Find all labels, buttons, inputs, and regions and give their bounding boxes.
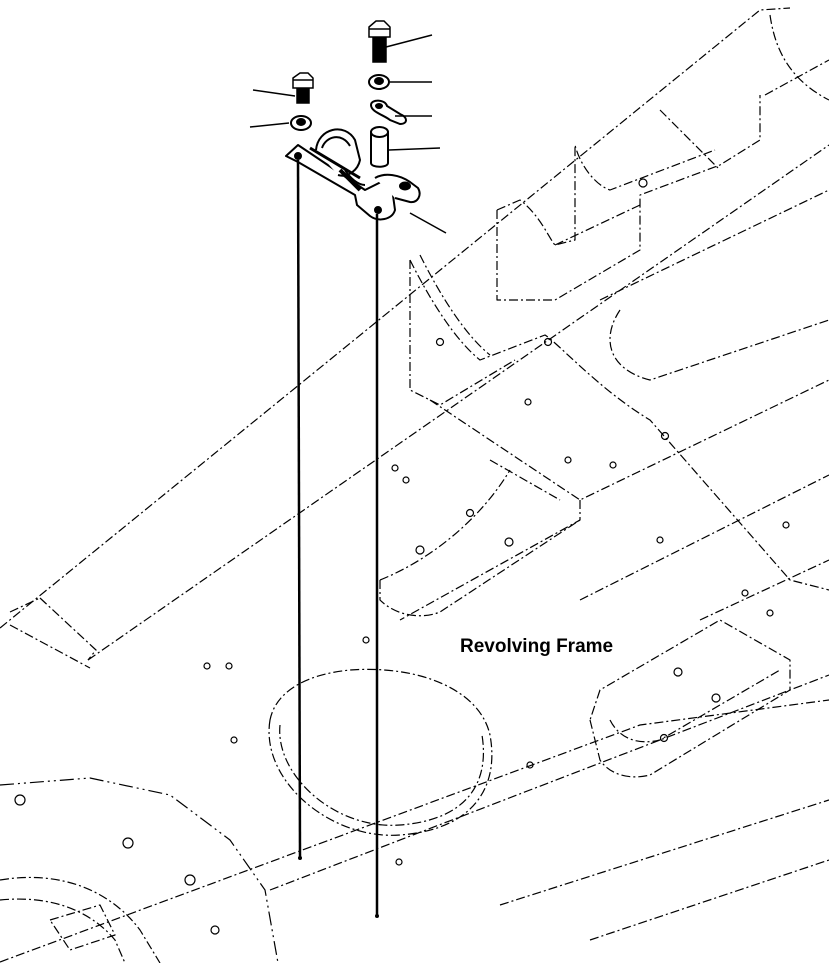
terminal-icon — [369, 99, 407, 126]
bracket-clamp-icon — [285, 128, 421, 221]
spacer-icon — [370, 126, 389, 168]
revolving-frame — [0, 7, 829, 963]
locator-lines — [296, 159, 379, 915]
bolt-icon — [292, 72, 314, 104]
washer-icon — [290, 115, 312, 131]
washer-icon — [368, 74, 390, 90]
bolt-icon — [368, 20, 391, 63]
frame-label: Revolving Frame — [460, 636, 614, 657]
callout-lines — [249, 34, 447, 234]
locator-dots — [298, 856, 379, 918]
frame-holes — [14, 178, 790, 935]
